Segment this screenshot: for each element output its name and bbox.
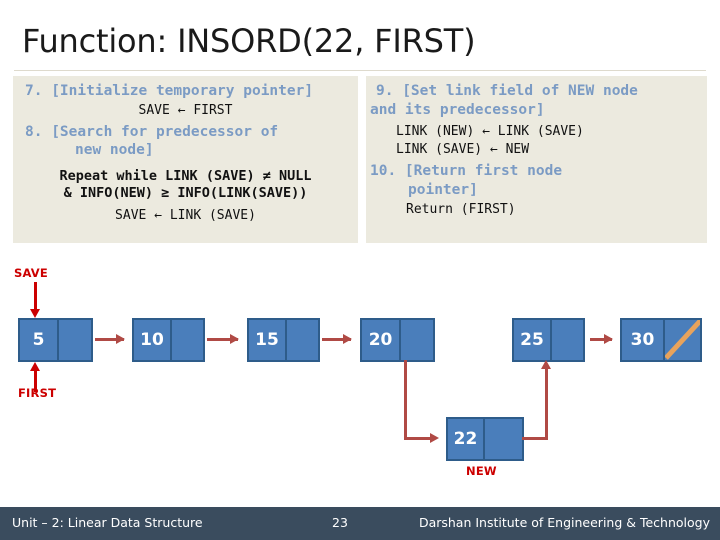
algorithm-line: new node] xyxy=(75,142,154,159)
pointer-arrow-save xyxy=(29,282,40,318)
node-link-field xyxy=(59,320,91,360)
node-link-field xyxy=(287,320,318,360)
node-value: 5 xyxy=(20,320,60,360)
node-value: 15 xyxy=(249,320,287,360)
algorithm-line: 10. [Return first node xyxy=(370,163,563,180)
algorithm-line: 7. [Initialize temporary pointer] xyxy=(25,83,314,99)
list-node-5[interactable]: 30 xyxy=(620,318,702,362)
pointer-label-new: NEW xyxy=(466,464,497,478)
link-path-new-to-25-horizontal xyxy=(522,437,548,440)
new-node[interactable]: 22 xyxy=(446,417,524,461)
node-value: 10 xyxy=(134,320,172,360)
algorithm-line: Return (FIRST) xyxy=(406,202,516,218)
algorithm-line: and its predecessor] xyxy=(370,101,545,118)
algorithm-panel-left: 7. [Initialize temporary pointer] SAVE ←… xyxy=(13,76,358,243)
link-arrow-0-1 xyxy=(95,334,125,344)
algorithm-panel-right: 9. [Set link field of NEW node and its p… xyxy=(366,76,707,243)
node-value: 20 xyxy=(362,320,402,360)
null-slash-icon xyxy=(664,320,700,360)
list-node-2[interactable]: 15 xyxy=(247,318,320,362)
footer-institute: Darshan Institute of Engineering & Techn… xyxy=(418,515,710,530)
list-node-0[interactable]: 5 xyxy=(18,318,93,362)
node-link-field xyxy=(172,320,203,360)
link-arrowhead-new-to-25 xyxy=(541,360,551,369)
algorithm-line: Repeat while LINK (SAVE) ≠ NULL xyxy=(59,167,312,184)
node-value: 25 xyxy=(514,320,552,360)
node-link-field xyxy=(485,419,522,459)
algorithm-line: LINK (NEW) ← LINK (SAVE) xyxy=(396,124,584,140)
algorithm-line: SAVE ← LINK (SAVE) xyxy=(115,207,256,223)
list-node-3[interactable]: 20 xyxy=(360,318,435,362)
node-null-link-field xyxy=(664,320,700,360)
node-link-field xyxy=(552,320,583,360)
algorithm-line: 8. [Search for predecessor of xyxy=(25,123,279,140)
algorithm-line: pointer] xyxy=(408,181,478,198)
link-arrow-2-3 xyxy=(322,334,352,344)
algorithm-line: LINK (SAVE) ← NEW xyxy=(396,142,530,158)
pointer-label-save: SAVE xyxy=(14,266,48,280)
link-path-20-to-new-vertical xyxy=(404,360,407,437)
title-divider xyxy=(14,70,706,71)
link-arrow-1-2 xyxy=(207,334,239,344)
node-value: 30 xyxy=(622,320,665,360)
footer-page-number: 23 xyxy=(332,515,348,530)
list-node-4[interactable]: 25 xyxy=(512,318,585,362)
list-node-1[interactable]: 10 xyxy=(132,318,205,362)
node-value: 22 xyxy=(448,419,485,459)
link-arrow-4-5 xyxy=(590,334,613,344)
pointer-label-first: FIRST xyxy=(18,386,57,400)
page-title: Function: INSORD(22, FIRST) xyxy=(22,22,476,60)
footer-bar: Unit – 2: Linear Data Structure 23 Darsh… xyxy=(0,507,720,540)
algorithm-line: SAVE ← FIRST xyxy=(138,102,233,118)
link-path-new-to-25-vertical xyxy=(545,368,548,440)
link-path-20-to-new-horizontal xyxy=(404,437,432,440)
link-arrowhead-20-to-new xyxy=(430,433,439,443)
footer-unit: Unit – 2: Linear Data Structure xyxy=(12,515,203,530)
algorithm-line: & INFO(NEW) ≥ INFO(LINK(SAVE)) xyxy=(63,185,308,202)
algorithm-line: 9. [Set link field of NEW node xyxy=(376,83,638,99)
node-link-field xyxy=(401,320,433,360)
pointer-arrow-first xyxy=(29,362,40,392)
